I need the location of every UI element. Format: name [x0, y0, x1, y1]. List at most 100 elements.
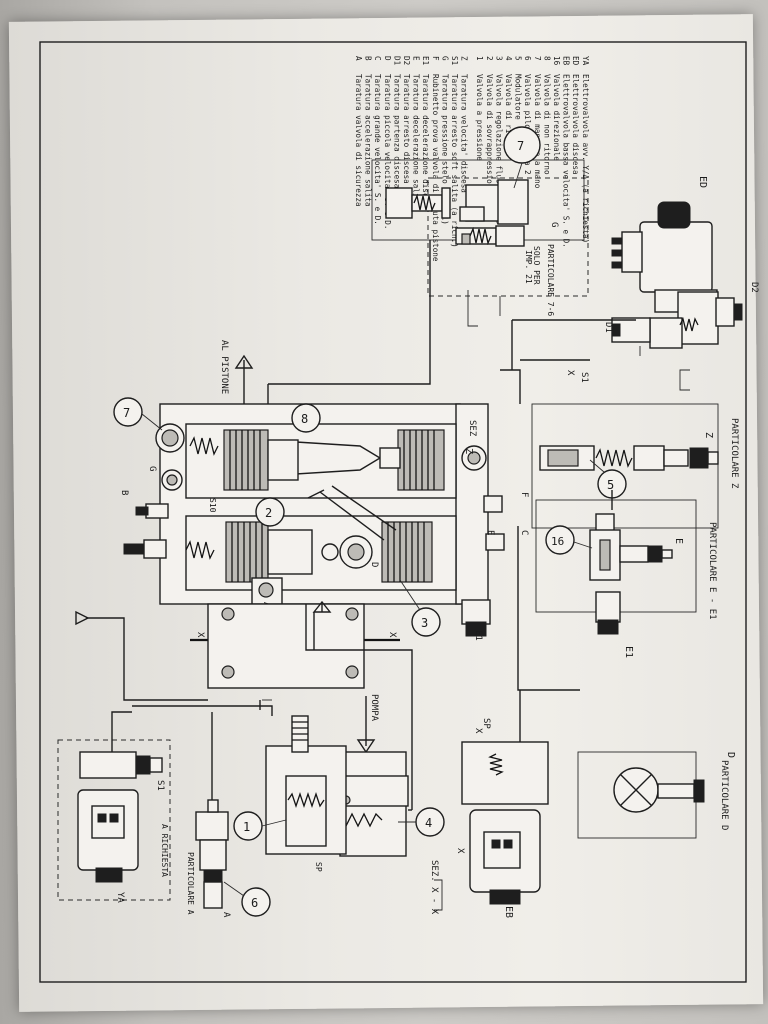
legend-row: 2Valvola di sovrappressione	[485, 56, 494, 193]
legend-row: 6Valvola pilota della 2	[523, 56, 532, 175]
legend-text: Taratura valvola di sicurezza	[354, 74, 363, 207]
main-valve-block: 8 7 2 3 SEZ Z F C E E1 G B S10 D A X X	[113, 397, 529, 642]
detail-e-e1: PARTICOLARE E - E1 16 E E1	[517, 490, 717, 691]
label-x-main: X	[387, 632, 397, 638]
legend-row: G Taratura pressione stelo (mp. 21)	[440, 56, 449, 225]
valve-6: 6 A	[195, 712, 271, 918]
legend-key: YA	[581, 56, 590, 66]
legend-row: ED Elettrovalvola discesa	[571, 56, 580, 175]
callout-8: 8	[301, 412, 308, 426]
legend-row: ZTaratura velocita' discesa	[460, 56, 469, 193]
legend-key: 7	[533, 56, 542, 61]
legend-text: Valvola pilota della 2	[523, 74, 532, 175]
label-d-detail: D	[725, 752, 736, 758]
legend-row: DTaratura piccola velocita' S. e D.	[383, 56, 392, 229]
label-particolare-e-e1: PARTICOLARE E - E1	[707, 522, 717, 620]
label-solo-per: SOLO PER	[532, 246, 541, 285]
solenoid-eb: EB SP X X	[434, 690, 549, 918]
legend-text: Taratura velocita' discesa	[460, 74, 469, 193]
callout-7-main: 7	[123, 406, 130, 420]
callout-16: 16	[551, 535, 564, 548]
legend-row: 4Valvola di ritegno	[504, 56, 513, 157]
legend-text: Taratura grande velocita' S. e D.	[373, 74, 382, 225]
legend-row: YA Elettrovalvola avv. Y/Δ (a richiesta)	[581, 56, 590, 243]
callout-5: 5	[607, 478, 614, 492]
section-x-x-plate	[75, 600, 413, 810]
callout-7: 7	[517, 139, 524, 153]
legend-row: C Taratura grande velocita' S. e D.	[373, 56, 382, 225]
label-s10: S10	[208, 498, 217, 513]
solenoid-ed: ED D2 D1	[603, 176, 759, 391]
callout-2: 2	[265, 506, 272, 520]
legend-row: 16Valvola direzionale	[552, 56, 561, 161]
label-x-main-2: X	[195, 632, 205, 638]
label-sez-main: SEZ	[467, 420, 477, 437]
legend-text: Valvola di ritegno	[504, 74, 513, 157]
legend-row: 1Valvola a pressione	[475, 56, 484, 161]
legend-text: Valvola a pressione	[475, 74, 484, 161]
label-ed: ED	[697, 176, 708, 188]
label-particolare-d: PARTICOLARE D	[719, 760, 729, 830]
label-b: B	[119, 490, 129, 495]
legend-text: Taratura accelerazione salita	[364, 74, 373, 207]
legend-row: ETaratura decelerazione salita	[412, 56, 421, 207]
pipes-upper: S1 X	[267, 240, 636, 404]
legend-text: Elettrovalvola avv. Y/Δ (a richiesta)	[581, 74, 590, 243]
detail-d: PARTICOLARE D D	[577, 751, 736, 839]
legend-row: D2Taratura arresto discesa	[402, 56, 411, 184]
legend-key: S1	[450, 56, 459, 66]
label-x-top: X	[565, 370, 575, 376]
legend-key: D1	[392, 56, 401, 66]
legend-text: Taratura partenza discesa	[392, 74, 401, 188]
label-a-bottom: A	[221, 912, 231, 918]
label-sez-x-x: SEZ. X - X	[429, 860, 439, 915]
label-s1-top: S1	[579, 372, 589, 383]
drawing-frame	[39, 41, 747, 983]
label-e-main: E	[485, 530, 495, 535]
legend-key: G	[440, 56, 449, 61]
label-sp-eb: SP	[481, 718, 491, 729]
label-eb: EB	[503, 906, 514, 918]
legend-key: 3	[494, 56, 503, 61]
legend-key: 16	[552, 56, 561, 66]
legend: ATaratura valvola di sicurezzaBTaratura …	[354, 56, 590, 262]
legend-text: Taratura pressione stelo (mp. 21)	[440, 74, 449, 225]
callout-4: 4	[425, 816, 432, 830]
legend-row: 5Modulatore	[514, 56, 523, 120]
legend-key: B	[364, 56, 373, 61]
label-particolare-a: PARTICOLARE A	[186, 852, 195, 915]
label-s1-bottom: S1	[155, 780, 165, 791]
label-al-pistone: AL PISTONE	[219, 340, 229, 394]
detail-7-6: 7 PARTICOLARE 7-6 SOLO PER IMP. 21 G	[371, 126, 589, 327]
legend-row: S1Taratura arresto soft salita (a rich.)	[450, 56, 459, 248]
legend-key: ED	[571, 56, 580, 66]
callout-3: 3	[421, 616, 428, 630]
label-sp-1: SP	[314, 862, 323, 872]
legend-text: Modulatore	[514, 74, 523, 120]
valve-1: 1 SP	[132, 705, 347, 872]
legend-key: D2	[402, 56, 411, 65]
legend-key: C	[373, 56, 382, 61]
label-d2: D2	[749, 282, 759, 293]
legend-text: Valvola regolazione flusso S. e D.	[494, 74, 503, 229]
legend-text: Valvola di sovrappressione	[485, 74, 494, 193]
label-a-richiesta: A RICHIESTA	[160, 824, 169, 877]
legend-key: E1	[421, 56, 430, 66]
callout-1: 1	[243, 820, 250, 834]
legend-text: Valvola di manovra a mano	[533, 74, 542, 189]
label-particolare-z: PARTICOLARE Z	[729, 418, 739, 489]
label-g-main: G	[147, 466, 157, 471]
legend-key: 1	[475, 56, 484, 61]
pipes-lower	[259, 699, 412, 811]
legend-key: EB	[562, 56, 571, 66]
legend-key: 6	[523, 56, 532, 61]
legend-text: Taratura arresto discesa	[402, 74, 411, 184]
label-ya: YA	[115, 892, 125, 903]
legend-row: 8Valvola di non ritorno	[542, 56, 551, 175]
legend-text: Elettrovalvola bassa velocita' S. e D.	[562, 74, 571, 248]
legend-text: Elettrovalvola discesa	[571, 74, 580, 175]
label-x-eb-2: X	[455, 848, 465, 854]
legend-text: Rubinetto prova valvola di caduta piston…	[431, 74, 440, 262]
callout-6: 6	[251, 896, 258, 910]
